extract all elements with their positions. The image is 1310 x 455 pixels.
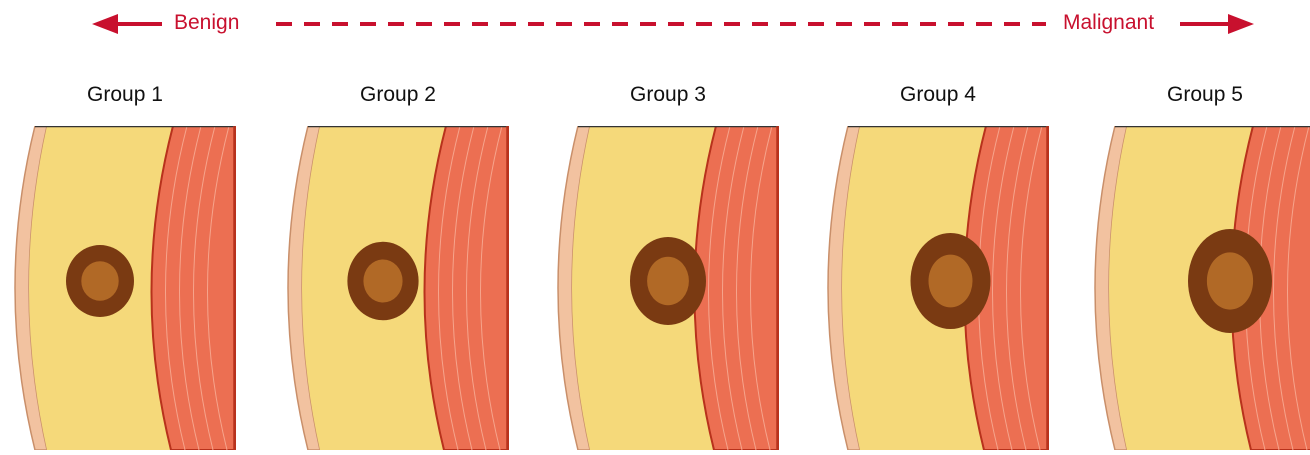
lesion-core xyxy=(647,257,689,305)
tissue-svg xyxy=(5,126,245,450)
tissue-illustration xyxy=(5,126,245,455)
group-title: Group 3 xyxy=(548,82,788,108)
benign-malignant-scale: Benign Malignant xyxy=(0,0,1310,60)
tissue-illustration xyxy=(1085,126,1310,455)
lesion-core xyxy=(81,261,118,301)
lesion-core xyxy=(363,259,402,302)
tissue-illustration xyxy=(278,126,518,455)
group-title: Group 4 xyxy=(818,82,1058,108)
tissue-svg xyxy=(278,126,518,450)
group-panel-4: Group 4 xyxy=(818,80,1058,450)
tissue-svg xyxy=(818,126,1058,450)
group-panel-1: Group 1 xyxy=(5,80,245,450)
tissue-svg xyxy=(548,126,788,450)
right-arrow-head xyxy=(1228,14,1254,34)
group-panel-2: Group 2 xyxy=(278,80,518,450)
group-title: Group 5 xyxy=(1085,82,1310,108)
tissue-illustration xyxy=(818,126,1058,455)
tissue-svg xyxy=(1085,126,1310,450)
lesion-core xyxy=(1207,252,1253,309)
malignant-label: Malignant xyxy=(1063,10,1154,36)
left-arrow-head xyxy=(92,14,118,34)
group-title: Group 1 xyxy=(5,82,245,108)
group-title: Group 2 xyxy=(278,82,518,108)
lesion-core xyxy=(929,255,973,308)
group-panel-5: Group 5 xyxy=(1085,80,1310,450)
tissue-illustration xyxy=(548,126,788,455)
benign-label: Benign xyxy=(174,10,239,36)
group-panel-3: Group 3 xyxy=(548,80,788,450)
